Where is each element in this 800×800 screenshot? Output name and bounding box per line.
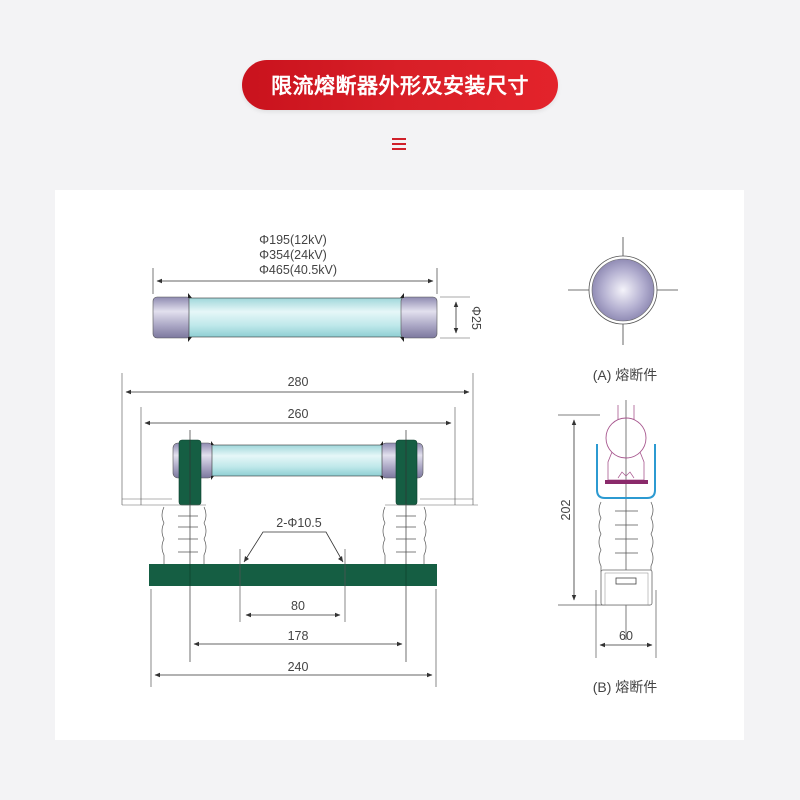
dim-260-label: 260	[288, 407, 309, 421]
length-label-40kv: Φ465(40.5kV)	[259, 263, 337, 277]
view-b-side-view: 202 60 (B) 熔断件	[558, 400, 657, 695]
fuse-dimension-diagram: Φ195(12kV) Φ354(24kV) Φ465(40.5kV) Φ25 2…	[121, 233, 678, 695]
end-cap-left	[152, 296, 192, 339]
mount-assembly: 280 260 2-Φ10.5	[121, 373, 478, 687]
dim-80-label: 80	[291, 599, 305, 613]
length-label-12kv: Φ195(12kV)	[259, 233, 327, 247]
dim-202-label: 202	[559, 500, 573, 521]
insulator-clamp-right	[395, 439, 418, 506]
end-cap-right	[400, 296, 438, 339]
fuse-top-view: Φ195(12kV) Φ354(24kV) Φ465(40.5kV) Φ25	[152, 233, 483, 342]
hamburger-icon[interactable]	[392, 138, 406, 150]
contact-bar	[605, 480, 648, 484]
dim-178-label: 178	[288, 629, 309, 643]
hole-label: 2-Φ10.5	[276, 516, 321, 530]
base-plate	[149, 564, 437, 586]
section-title: 限流熔断器外形及安装尺寸	[271, 74, 529, 98]
fuse-end-circle	[591, 258, 655, 322]
section-title-banner: 限流熔断器外形及安装尺寸	[242, 60, 558, 110]
diagram-card: Φ195(12kV) Φ354(24kV) Φ465(40.5kV) Φ25 2…	[55, 190, 744, 740]
dim-240-label: 240	[288, 660, 309, 674]
view-b-caption: (B) 熔断件	[593, 679, 658, 695]
length-label-24kv: Φ354(24kV)	[259, 248, 327, 262]
glass-tube	[188, 297, 404, 338]
diameter-label: Φ25	[469, 306, 483, 330]
view-a-end-view: (A) 熔断件	[568, 237, 678, 383]
clip-bracket	[596, 444, 656, 499]
dim-280-label: 280	[288, 375, 309, 389]
dim-60-label: 60	[619, 629, 633, 643]
view-a-caption: (A) 熔断件	[593, 367, 658, 383]
